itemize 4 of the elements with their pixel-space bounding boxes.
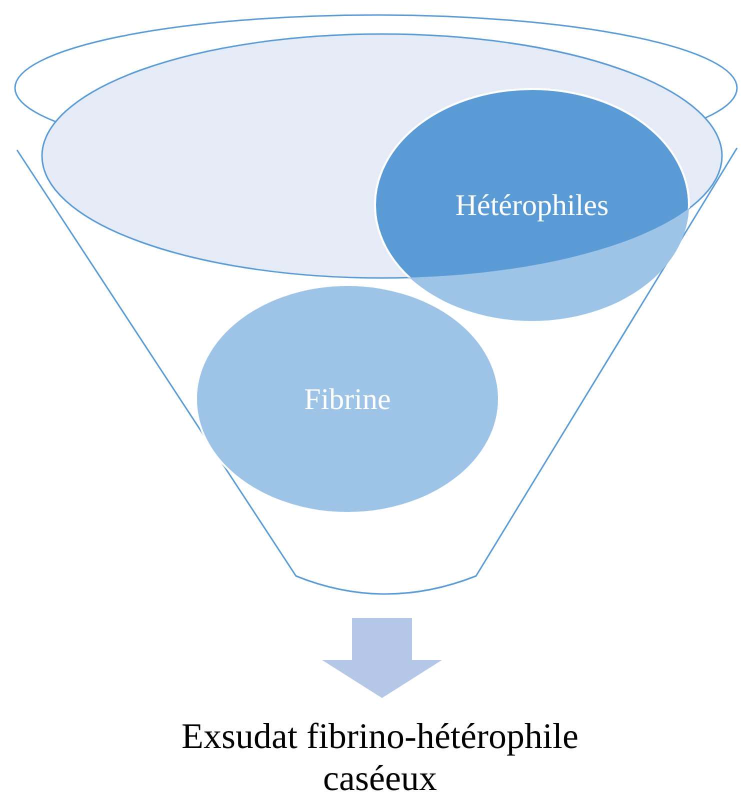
circle-label: Hétérophiles xyxy=(455,188,609,224)
result-text: Exsudat fibrino-hétérophile caséeux xyxy=(180,715,580,799)
block-arrow xyxy=(322,618,442,698)
circle-label: Fibrine xyxy=(304,382,391,418)
